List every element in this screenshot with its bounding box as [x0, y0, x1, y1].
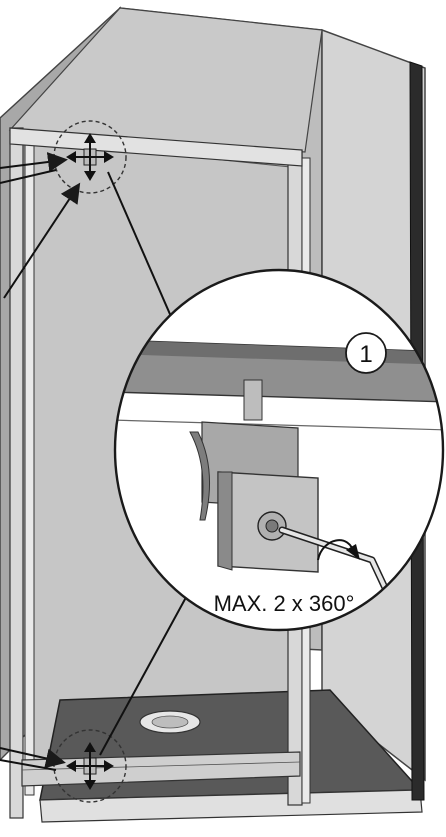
leader-bottom-left-b: [0, 759, 57, 771]
leader-top-left-a: [0, 152, 68, 172]
bottom-adjustment-point: [53, 729, 127, 803]
leader-bottom-left-a: [0, 747, 66, 769]
leader-left-diagonal: [3, 182, 81, 299]
hex-key-icon: [278, 526, 390, 594]
top-edge: [8, 7, 323, 153]
adjust-arrows-icon: [66, 133, 114, 181]
adjust-arrows-icon: [66, 742, 114, 790]
top-rail: [9, 127, 303, 167]
rotation-limit-label: MAX. 2 x 360°: [214, 591, 355, 616]
left-profile-inner: [24, 134, 35, 796]
step-badge: [345, 332, 387, 374]
left-profile-outer: [9, 127, 24, 819]
zoom-circle-outline: [113, 268, 445, 632]
rotate-arrow-icon: [317, 539, 360, 561]
step-number: 1: [359, 341, 372, 368]
zoom-detail: 1 MAX. 2 x 360°: [113, 268, 445, 632]
leader-top-left-b: [0, 169, 57, 184]
